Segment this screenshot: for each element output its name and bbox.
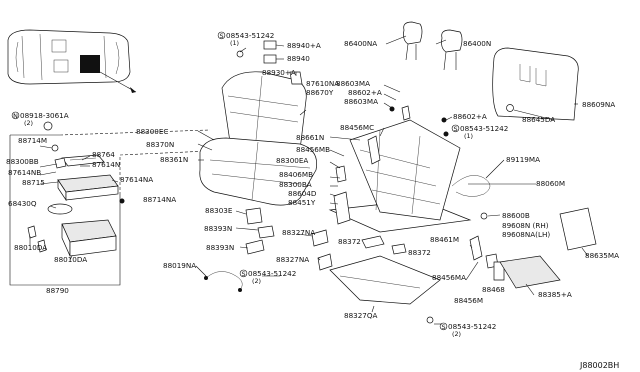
vehicle-locator bbox=[7, 29, 137, 93]
callout-circle-icon bbox=[239, 269, 248, 278]
part-number-label: 87610NA bbox=[306, 79, 339, 88]
part-number-label: 88609NA bbox=[582, 100, 615, 109]
part-number-label: 88385+A bbox=[538, 290, 572, 299]
callout-letter: S bbox=[219, 32, 223, 40]
callout-letter: N bbox=[13, 112, 18, 120]
quantity-label: (2) bbox=[24, 119, 33, 127]
part-number-label: 88635MA bbox=[585, 251, 619, 260]
part-number-label: 88451Y bbox=[288, 198, 316, 207]
part-number-label: 08543-51242 bbox=[460, 124, 508, 133]
floor-pieces bbox=[195, 207, 442, 325]
part-number-label: 88060M bbox=[536, 179, 565, 188]
armrest-group bbox=[9, 121, 231, 286]
quantity-label: (2) bbox=[252, 277, 261, 285]
part-number-label: 08918-3061A bbox=[20, 111, 69, 120]
part-number-label: 89608NA(LH) bbox=[502, 230, 550, 239]
part-number-label: 88461M bbox=[430, 235, 459, 244]
part-number-label: 88645DA bbox=[522, 115, 555, 124]
part-number-label: 88715 bbox=[22, 178, 45, 187]
part-number-label: 88300BB bbox=[6, 157, 39, 166]
part-number-label: 88300EA bbox=[276, 156, 308, 165]
part-number-label: 88372 bbox=[338, 237, 361, 246]
callout-circle-icon bbox=[439, 322, 448, 331]
part-number-label: 08543-51242 bbox=[448, 322, 496, 331]
part-number-label: 88010DA bbox=[54, 255, 87, 264]
part-number-label: 88456MB bbox=[296, 145, 330, 154]
part-number-label: 88370N bbox=[146, 140, 174, 149]
callout-circle-icon bbox=[11, 111, 20, 120]
part-number-label: 87614N bbox=[92, 160, 120, 169]
part-number-label: 88714M bbox=[18, 136, 47, 145]
callout-letter: S bbox=[453, 125, 457, 133]
part-number-label: 88019NA bbox=[163, 261, 196, 270]
callout-circle-icon bbox=[217, 31, 226, 40]
part-number-label: 86400N bbox=[463, 39, 491, 48]
quantity-label: (1) bbox=[230, 39, 239, 47]
part-number-label: 88456M bbox=[454, 296, 483, 305]
seat-frame bbox=[328, 21, 536, 255]
part-number-label: 89608N (RH) bbox=[502, 221, 549, 230]
callout-letter: S bbox=[241, 270, 245, 278]
part-number-label: 88327NA bbox=[282, 228, 315, 237]
part-number-label: 88406MB bbox=[279, 170, 313, 179]
part-number-label: 88940 bbox=[287, 54, 310, 63]
part-number-label: 87614NB bbox=[8, 168, 41, 177]
part-number-label: 88670Y bbox=[306, 88, 334, 97]
part-number-label: 88603MA bbox=[336, 79, 370, 88]
part-number-label: 88456MA bbox=[432, 273, 466, 282]
part-number-label: 89119MA bbox=[506, 155, 540, 164]
part-number-label: 68430Q bbox=[8, 199, 37, 208]
part-number-label: 88327NA bbox=[276, 255, 309, 264]
rear-seat-assembly bbox=[197, 40, 317, 206]
part-number-label: 86400NA bbox=[344, 39, 377, 48]
callout-circle-icon bbox=[451, 124, 460, 133]
part-number-label: 88361N bbox=[160, 155, 188, 164]
part-number-label: 88940+A bbox=[287, 41, 321, 50]
part-number-label: 08543-51242 bbox=[226, 31, 274, 40]
part-number-label: 88468 bbox=[482, 285, 505, 294]
part-number-label: 08543-51242 bbox=[248, 269, 296, 278]
diagram-id: J88002BH bbox=[579, 361, 619, 370]
part-number-label: 88300EC bbox=[136, 127, 168, 136]
part-number-label: 88393N bbox=[204, 224, 232, 233]
callout-letter: S bbox=[441, 323, 445, 331]
seat-back-panel bbox=[465, 47, 597, 296]
part-number-label: 88600B bbox=[502, 211, 530, 220]
part-number-label: 88714NA bbox=[143, 195, 176, 204]
part-number-label: 87614NA bbox=[120, 175, 153, 184]
part-number-label: 88010DA bbox=[14, 243, 47, 252]
part-number-label: 88372 bbox=[408, 248, 431, 257]
part-number-label: 88602+A bbox=[453, 112, 487, 121]
part-number-label: 88602+A bbox=[348, 88, 382, 97]
part-number-label: 88661N bbox=[296, 133, 324, 142]
part-number-label: 88303E bbox=[205, 206, 233, 215]
quantity-label: (2) bbox=[452, 330, 461, 338]
part-number-label: 88604D bbox=[288, 189, 317, 198]
part-number-label: 88790 bbox=[46, 286, 69, 295]
part-number-label: 88300BA bbox=[279, 180, 312, 189]
part-number-label: 88393N bbox=[206, 243, 234, 252]
quantity-label: (1) bbox=[464, 132, 473, 140]
part-number-label: 88603MA bbox=[344, 97, 378, 106]
part-number-label: 88930+A bbox=[262, 68, 296, 77]
part-number-label: 88764 bbox=[92, 150, 115, 159]
part-number-label: 88327QA bbox=[344, 311, 378, 320]
part-number-label: 88456MC bbox=[340, 123, 374, 132]
